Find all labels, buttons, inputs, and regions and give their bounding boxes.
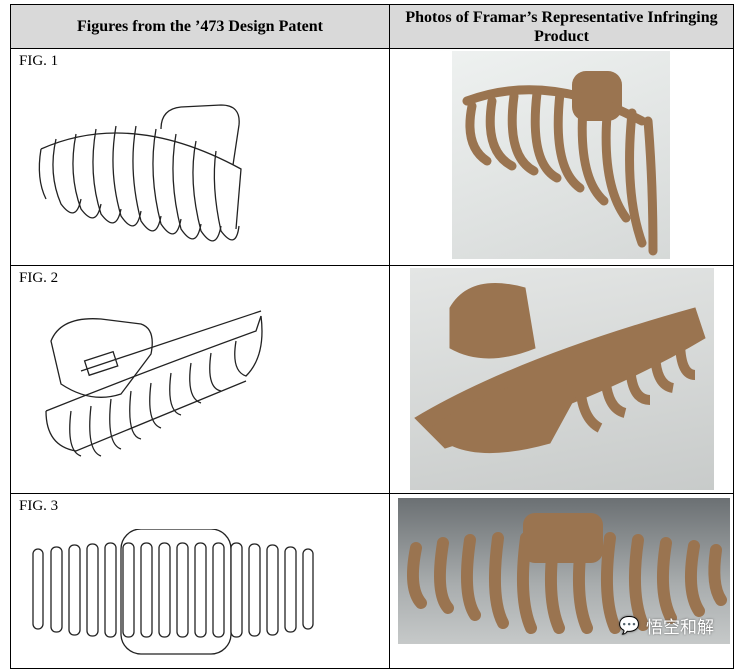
table-row: FIG. 1 <box>10 48 734 266</box>
product-photo-2 <box>410 268 714 490</box>
header-patent-figures: Figures from the ’473 Design Patent <box>10 4 390 49</box>
comparison-table: Figures from the ’473 Design Patent Phot… <box>10 4 734 669</box>
patent-drawing-fig1 <box>38 104 242 242</box>
table-row: FIG. 2 <box>10 265 734 494</box>
product-photo-cell: 💬 悟空和解 <box>389 493 734 669</box>
patent-figure-cell: FIG. 1 <box>10 48 390 266</box>
patent-drawing-fig3 <box>32 529 314 655</box>
patent-drawing-fig2 <box>45 310 263 457</box>
wechat-icon: 💬 <box>618 615 640 636</box>
product-photo-3: 💬 悟空和解 <box>398 498 730 644</box>
watermark-text: 悟空和解 <box>646 618 714 638</box>
patent-figure-cell: FIG. 2 <box>10 265 390 494</box>
table-row: FIG. 3 <box>10 493 734 669</box>
product-photo-1 <box>452 51 670 259</box>
fig-label: FIG. 3 <box>19 498 59 514</box>
fig-label: FIG. 2 <box>19 270 59 286</box>
header-product-photos: Photos of Framar’s Representative Infrin… <box>389 4 734 49</box>
product-photo-cell <box>389 265 734 494</box>
watermark: 💬 悟空和解 <box>618 613 714 639</box>
patent-figure-cell: FIG. 3 <box>10 493 390 669</box>
fig-label: FIG. 1 <box>19 53 59 69</box>
header-row: Figures from the ’473 Design Patent Phot… <box>10 4 734 49</box>
product-photo-cell <box>389 48 734 266</box>
